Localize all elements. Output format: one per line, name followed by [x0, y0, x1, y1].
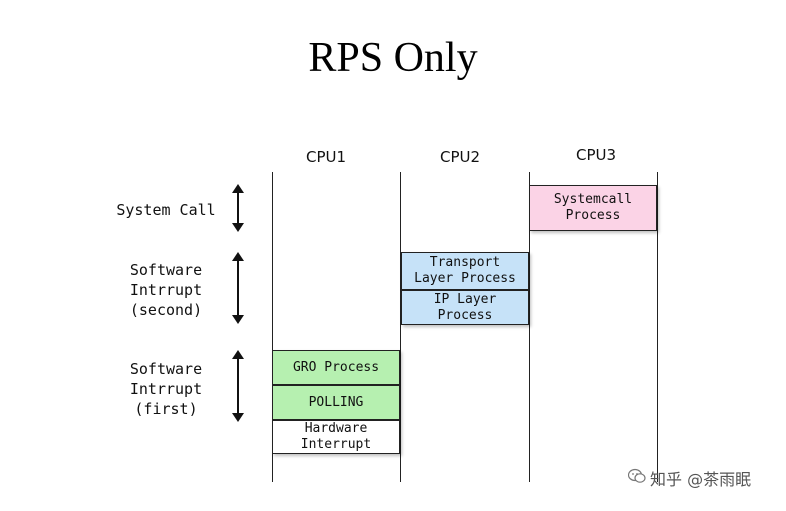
wechat-icon: [627, 468, 646, 488]
page-title: RPS Only: [308, 35, 478, 81]
cpu3-label: CPU3: [575, 146, 617, 164]
hardware-interrupt-box: Hardware Interrupt: [272, 420, 400, 454]
watermark-text: 知乎 @茶雨眠: [650, 470, 752, 489]
cpu-lane-divider: [657, 172, 658, 482]
gro-process-box: GRO Process: [272, 350, 400, 385]
cpu-lane-divider: [529, 172, 530, 482]
double-arrow-icon: [232, 252, 244, 324]
row-label-software-interrupt-second: Software Intrrupt (second): [129, 261, 203, 319]
double-arrow-icon: [232, 184, 244, 232]
ip-layer-process-box: IP Layer Process: [401, 290, 529, 325]
polling-box: POLLING: [272, 385, 400, 420]
row-label-software-interrupt-first: Software Intrrupt (first): [129, 360, 203, 418]
systemcall-process-box: Systemcall Process: [529, 185, 657, 231]
cpu-lane-divider: [272, 172, 273, 482]
transport-layer-process-box: Transport Layer Process: [401, 252, 529, 290]
double-arrow-icon: [232, 350, 244, 422]
row-label-system-call: System Call: [116, 201, 216, 219]
watermark: 知乎 @茶雨眠: [627, 466, 752, 490]
cpu-lane-divider: [400, 172, 401, 482]
cpu2-label: CPU2: [439, 148, 481, 166]
cpu1-label: CPU1: [305, 148, 347, 166]
